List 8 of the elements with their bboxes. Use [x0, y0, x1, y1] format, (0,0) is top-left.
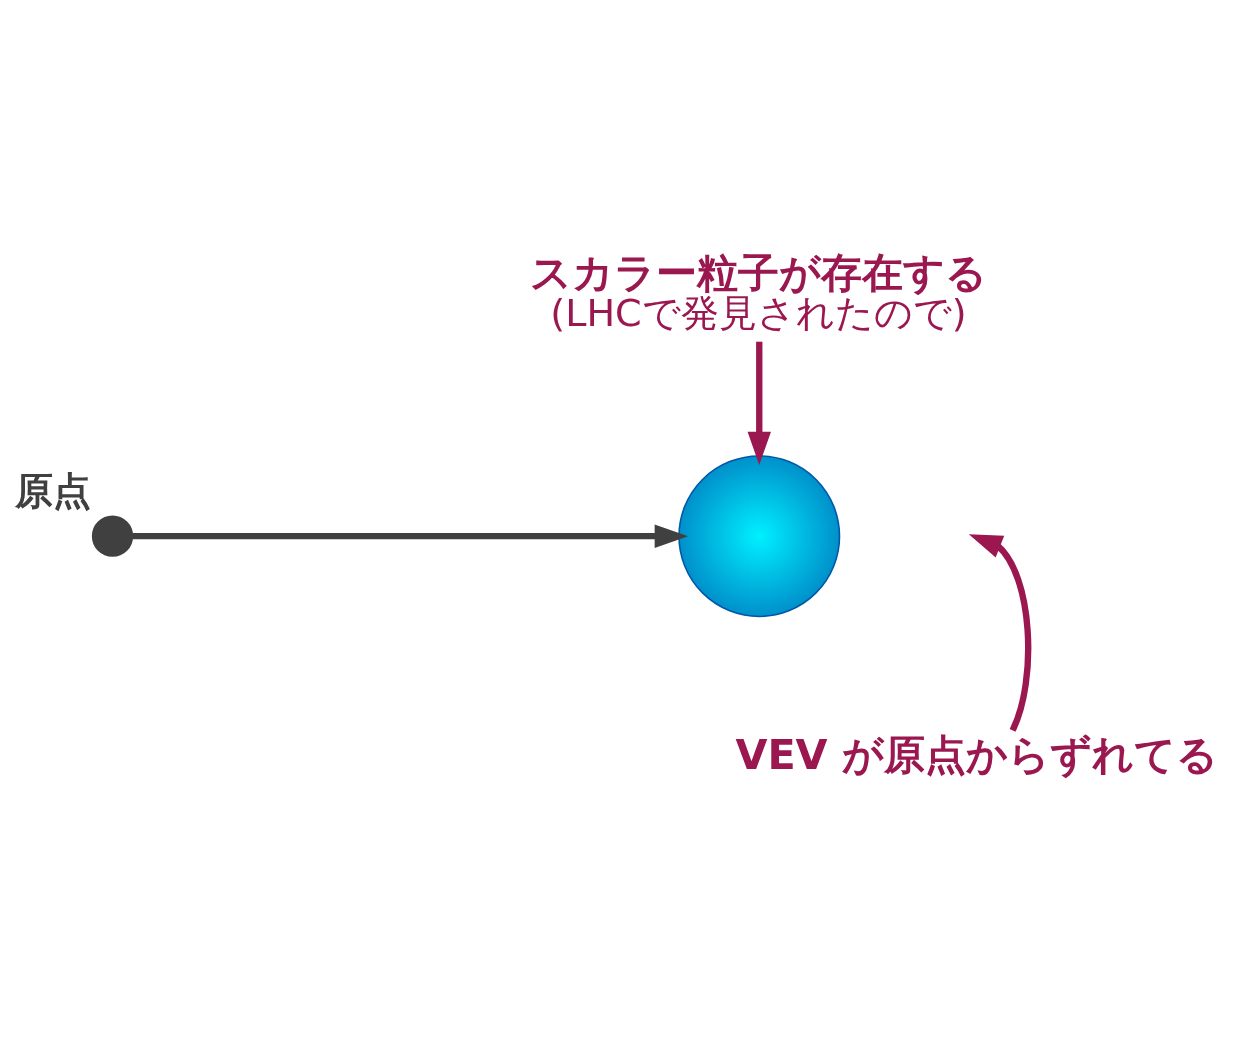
node-label: 原点	[14, 468, 91, 513]
node-circle	[91, 515, 134, 557]
arrow	[968, 534, 1032, 732]
node-circle	[678, 455, 841, 618]
node-text: VEV が原点からずれてる	[735, 730, 1218, 779]
arrow	[747, 341, 771, 466]
arrow	[132, 524, 689, 548]
node-text: スカラー粒子が存在する (LHCで発見されたので)	[529, 249, 987, 335]
